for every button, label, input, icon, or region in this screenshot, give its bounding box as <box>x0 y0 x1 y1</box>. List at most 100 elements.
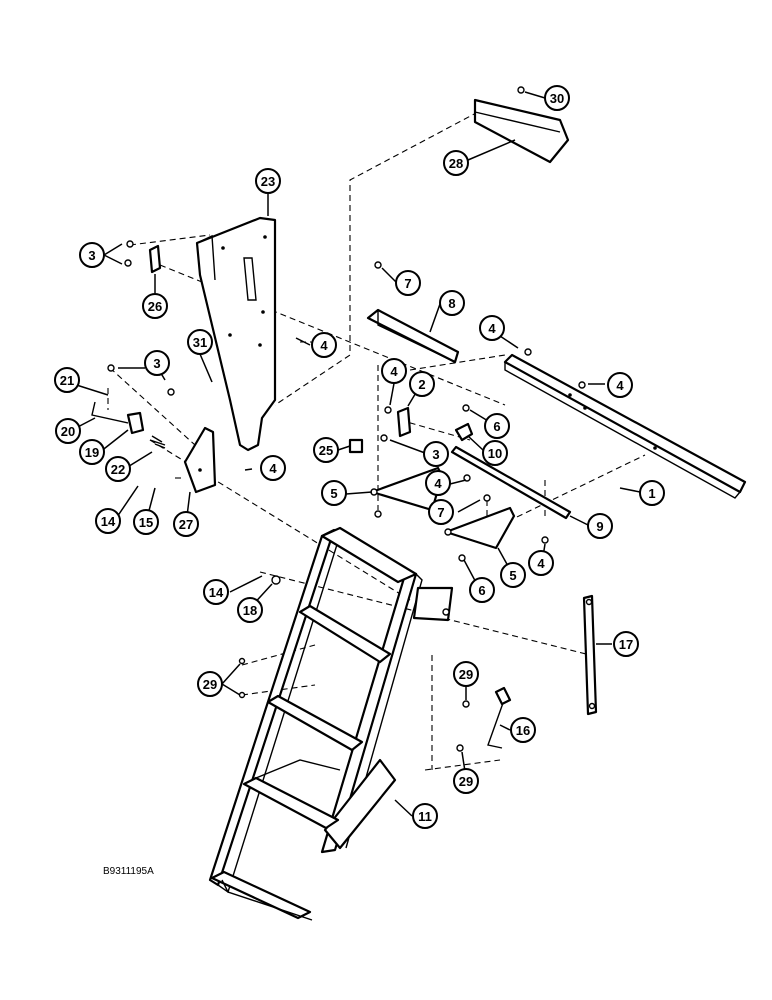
side-panel-part-23 <box>195 216 277 452</box>
callout-4: 4 <box>607 372 633 398</box>
bracket-part-2 <box>380 406 412 442</box>
callout-17: 17 <box>613 631 639 657</box>
callout-27: 27 <box>173 511 199 537</box>
callout-5: 5 <box>500 562 526 588</box>
svg-text:7: 7 <box>437 505 444 520</box>
callout-19: 19 <box>79 439 105 465</box>
svg-text:25: 25 <box>319 443 333 458</box>
callout-18: 18 <box>237 597 263 623</box>
callout-14: 14 <box>95 508 121 534</box>
figure-code: B9311195A <box>103 866 154 877</box>
rod-part-16 <box>456 686 512 752</box>
svg-text:4: 4 <box>488 321 496 336</box>
svg-text:10: 10 <box>488 446 502 461</box>
callout-5: 5 <box>321 480 347 506</box>
svg-text:18: 18 <box>243 603 257 618</box>
clip-part-26 <box>124 240 162 274</box>
callout-4: 4 <box>425 470 451 496</box>
svg-text:17: 17 <box>619 637 633 652</box>
callout-29: 29 <box>453 661 479 687</box>
flat-bar-part-9 <box>450 445 572 520</box>
callout-4: 4 <box>479 315 505 341</box>
callout-2: 2 <box>409 371 435 397</box>
svg-text:11: 11 <box>418 809 432 824</box>
callout-4: 4 <box>260 455 286 481</box>
svg-text:26: 26 <box>148 299 162 314</box>
latch-parts-19-20-22 <box>91 364 175 449</box>
callout-28: 28 <box>443 150 469 176</box>
svg-text:1: 1 <box>648 486 655 501</box>
callout-15: 15 <box>133 509 159 535</box>
svg-text:4: 4 <box>434 476 442 491</box>
svg-text:4: 4 <box>537 556 545 571</box>
svg-text:9: 9 <box>596 519 603 534</box>
callout-11: 11 <box>412 803 438 829</box>
svg-text:28: 28 <box>449 156 463 171</box>
strap-part-17 <box>582 594 598 716</box>
svg-text:3: 3 <box>88 248 95 263</box>
block-part-25 <box>348 438 364 454</box>
svg-text:4: 4 <box>320 338 328 353</box>
callout-26: 26 <box>142 293 168 319</box>
svg-text:6: 6 <box>493 419 500 434</box>
callout-31: 31 <box>187 329 213 355</box>
ladder-part-11 <box>208 526 454 921</box>
plate-part-27 <box>183 426 217 494</box>
channel-part-8 <box>366 261 460 364</box>
callout-22: 22 <box>105 456 131 482</box>
svg-text:5: 5 <box>509 568 516 583</box>
svg-text:29: 29 <box>203 677 217 692</box>
rail-part-1 <box>503 348 747 499</box>
triangle-bracket-part-5-upper <box>370 466 471 518</box>
svg-text:29: 29 <box>459 774 473 789</box>
callout-7: 7 <box>395 270 421 296</box>
svg-text:6: 6 <box>478 583 485 598</box>
svg-text:16: 16 <box>516 723 530 738</box>
callout-bubbles: 30 28 23 3 26 7 8 4 4 31 3 21 4 2 4 6 20… <box>54 85 665 829</box>
svg-text:21: 21 <box>60 373 74 388</box>
callout-1: 1 <box>639 480 665 506</box>
svg-text:15: 15 <box>139 515 153 530</box>
callout-9: 9 <box>587 513 613 539</box>
assembly-lines <box>107 111 646 771</box>
svg-text:3: 3 <box>153 356 160 371</box>
angle-bracket-part-28 <box>473 86 570 164</box>
svg-text:2: 2 <box>418 377 425 392</box>
callout-7: 7 <box>428 499 454 525</box>
svg-text:27: 27 <box>179 517 193 532</box>
svg-text:3: 3 <box>432 447 439 462</box>
svg-text:23: 23 <box>261 174 275 189</box>
svg-text:4: 4 <box>616 378 624 393</box>
svg-text:19: 19 <box>85 445 99 460</box>
svg-text:29: 29 <box>459 667 473 682</box>
callout-4: 4 <box>528 550 554 576</box>
callout-23: 23 <box>255 168 281 194</box>
svg-text:14: 14 <box>101 514 116 529</box>
svg-text:20: 20 <box>61 424 75 439</box>
svg-text:22: 22 <box>111 462 125 477</box>
svg-text:31: 31 <box>193 335 207 350</box>
callout-10: 10 <box>482 440 508 466</box>
callout-3: 3 <box>144 350 170 376</box>
callout-6: 6 <box>469 577 495 603</box>
callout-21: 21 <box>54 367 80 393</box>
callout-29: 29 <box>197 671 223 697</box>
callout-3: 3 <box>423 441 449 467</box>
callout-leaders <box>66 91 641 817</box>
svg-text:7: 7 <box>404 276 411 291</box>
svg-text:4: 4 <box>390 364 398 379</box>
callout-14: 14 <box>203 579 229 605</box>
triangle-bracket-part-5-lower <box>444 494 549 562</box>
svg-text:8: 8 <box>448 296 455 311</box>
svg-text:30: 30 <box>550 91 564 106</box>
callout-6: 6 <box>484 413 510 439</box>
callout-16: 16 <box>510 717 536 743</box>
callout-20: 20 <box>55 418 81 444</box>
callout-8: 8 <box>439 290 465 316</box>
clip-part-10 <box>454 404 474 442</box>
callout-29: 29 <box>453 768 479 794</box>
callout-4: 4 <box>311 332 337 358</box>
callout-4: 4 <box>381 358 407 384</box>
svg-text:5: 5 <box>330 486 337 501</box>
